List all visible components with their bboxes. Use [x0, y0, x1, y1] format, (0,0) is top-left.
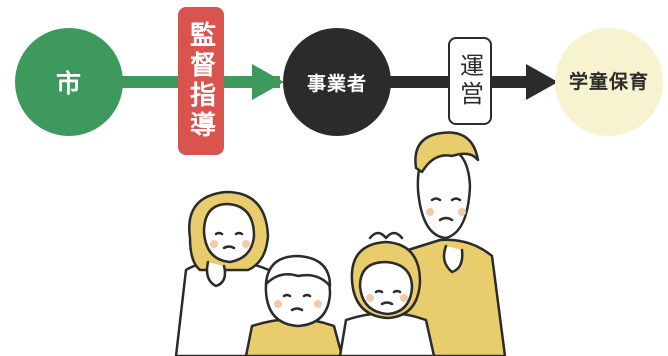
boy-figure [244, 254, 344, 356]
after-school-care-label: 学童保育 [569, 70, 650, 93]
city-node: 市 [15, 28, 123, 136]
supervision-badge: 監督指導 [178, 7, 224, 155]
after-school-care-node: 学童保育 [555, 28, 663, 136]
supervision-label: 監督指導 [185, 21, 216, 141]
operation-label: 運営 [455, 53, 484, 109]
city-label: 市 [55, 69, 82, 98]
girl-figure [338, 231, 436, 356]
operator-node: 事業者 [283, 28, 391, 136]
operation-badge: 運営 [448, 37, 492, 125]
family-illustration [174, 131, 507, 356]
operator-label: 事業者 [306, 72, 367, 95]
